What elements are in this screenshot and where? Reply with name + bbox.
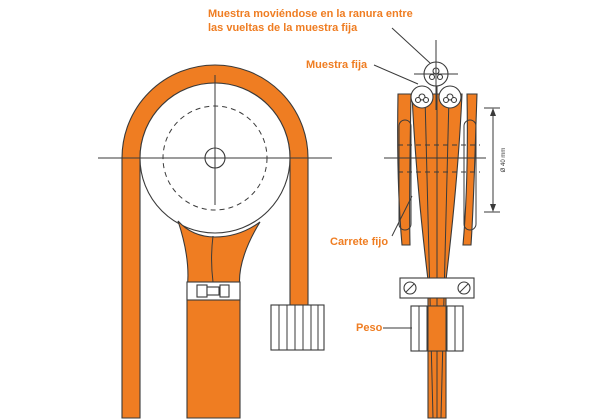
clamp-screw-head: [196, 284, 208, 298]
fixed-sample-strip-right: [462, 93, 478, 246]
label-moving-sample-line2: las vueltas de la muestra fija: [208, 22, 358, 34]
weight-knurling: [278, 305, 319, 350]
leader-moving-sample: [391, 27, 431, 64]
side-clamp-bar: [399, 277, 475, 299]
reel-side-plate-right: [463, 119, 477, 231]
weight-front: [270, 304, 325, 351]
dimension-label: Ø 40 mm: [501, 148, 507, 173]
weight-side-knurling: [418, 306, 456, 351]
reel-side-plate-left: [398, 119, 412, 231]
side-view: Ø 40 mm: [384, 40, 507, 419]
leader-fixed-reel: [391, 195, 413, 237]
sample-slot: [211, 235, 214, 283]
front-view: [98, 64, 332, 419]
label-fixed-sample: Muestra fija: [306, 59, 368, 71]
clamp-screw-nut: [219, 284, 230, 298]
leader-fixed-sample: [373, 64, 419, 85]
label-moving-sample-line1: Muestra moviéndose en la ranura entre: [208, 8, 413, 20]
fixed-sample-strip-left: [397, 93, 412, 246]
dimension-marker: [484, 107, 500, 213]
annotations: Muestra moviéndose en la ranura entre la…: [208, 8, 431, 334]
label-weight: Peso: [356, 322, 383, 334]
weight-side-bore: [427, 305, 447, 352]
strand-lines: [424, 84, 450, 419]
fixed-sample-section: [410, 85, 462, 109]
clamp-screw-body: [206, 286, 220, 296]
label-fixed-reel: Carrete fijo: [330, 236, 388, 248]
moving-sample-section: [414, 40, 458, 110]
moving-sample-band: [177, 220, 261, 419]
